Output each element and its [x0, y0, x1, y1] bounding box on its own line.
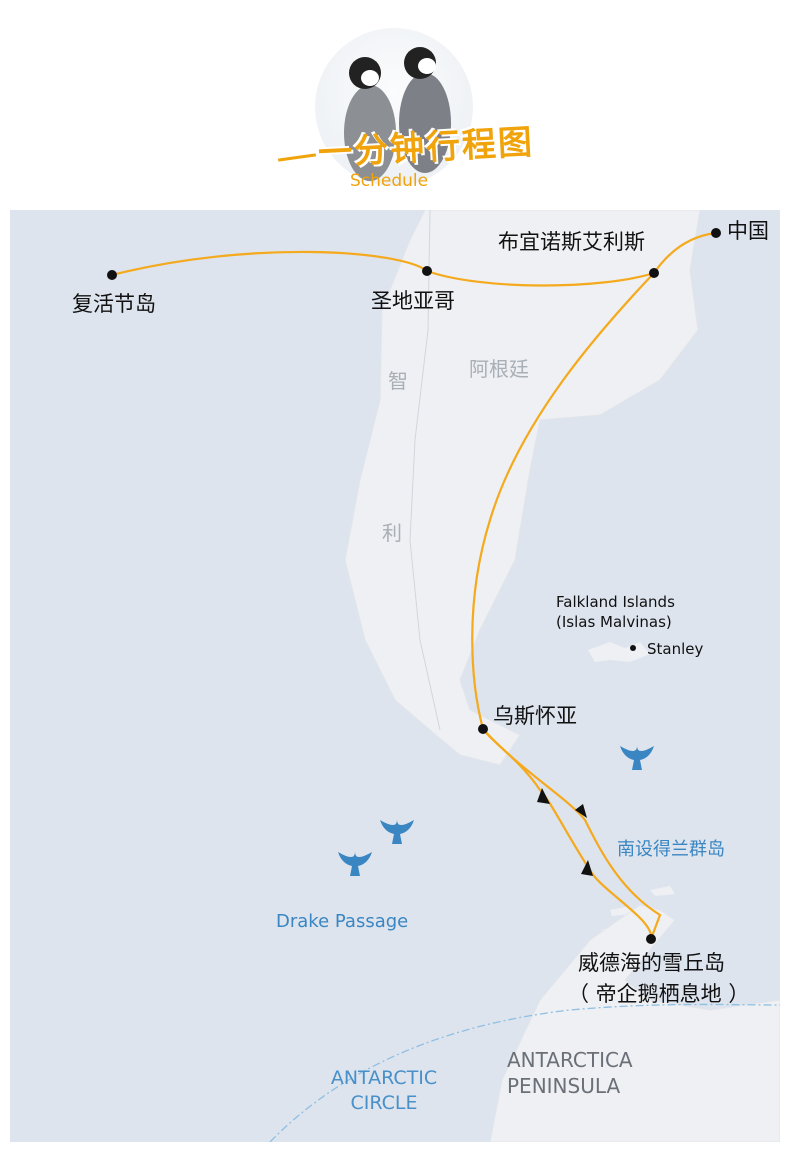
dot-easter-island: [107, 270, 117, 280]
title-line: [277, 153, 317, 162]
city-dots: [107, 228, 721, 944]
chile-border: [409, 210, 441, 731]
route-ushuaia-snowhill: [482, 728, 662, 940]
south-america-land: [344, 210, 701, 766]
dot-santiago: [422, 266, 432, 276]
label-south-shetland: 南设得兰群岛: [617, 839, 725, 860]
label-falkland-2: (Islas Malvinas): [556, 613, 672, 631]
page-subtitle: Schedule: [350, 171, 429, 191]
label-china: 中国: [727, 219, 769, 243]
label-stanley: Stanley: [647, 640, 704, 658]
label-antarctica-1: ANTARCTICA: [507, 1048, 633, 1072]
label-drake-passage: Drake Passage: [276, 911, 409, 932]
label-antarctica: ANTARCTICA PENINSULA: [507, 1047, 633, 1099]
route-buenos-aires-ushuaia: [471, 272, 655, 730]
route-arrows: [537, 788, 593, 876]
antarctic-circle-line: [269, 1003, 780, 1142]
label-antarctic-circle: ANTARCTIC CIRCLE: [322, 1066, 446, 1116]
route-buenos-aires-china: [653, 231, 717, 274]
label-chile-1: 智: [388, 369, 408, 393]
whale-tail-icon: [380, 820, 414, 844]
label-antarctica-2: PENINSULA: [507, 1074, 621, 1098]
label-snow-hill: 威德海的雪丘岛: [578, 951, 725, 975]
label-buenos-aires: 布宜诺斯艾利斯: [498, 230, 645, 254]
dot-stanley: [630, 645, 636, 651]
penguin-illustration: [344, 47, 451, 181]
dot-snow-hill: [646, 934, 656, 944]
dot-ushuaia: [478, 724, 488, 734]
arrow-icon: [575, 804, 587, 818]
dot-china: [711, 228, 721, 238]
whale-tail-icon: [620, 746, 654, 770]
label-easter-island: 复活节岛: [72, 292, 156, 316]
penguin-photo: [315, 28, 473, 186]
arrow-icon: [537, 788, 550, 804]
label-falkland-1: Falkland Islands: [556, 593, 675, 611]
south-shetland-islands: [600, 886, 675, 932]
arrow-icon: [581, 860, 593, 876]
label-circle-1: ANTARCTIC: [330, 1067, 438, 1089]
label-argentina: 阿根廷: [469, 357, 529, 381]
route-snowhill-ushuaia: [482, 728, 653, 940]
label-ushuaia: 乌斯怀亚: [493, 704, 577, 728]
page-title: 一分钟行程图: [317, 122, 535, 174]
label-circle-2: CIRCLE: [350, 1092, 418, 1114]
label-chile-2: 利: [382, 521, 402, 545]
whale-tail-icon: [338, 852, 372, 876]
dot-buenos-aires: [649, 268, 659, 278]
label-santiago: 圣地亚哥: [371, 289, 455, 313]
antarctica-land: [489, 904, 780, 1142]
route-map: [10, 210, 780, 1142]
label-snow-hill-note: （ 帝企鹅栖息地 ）: [568, 982, 750, 1006]
